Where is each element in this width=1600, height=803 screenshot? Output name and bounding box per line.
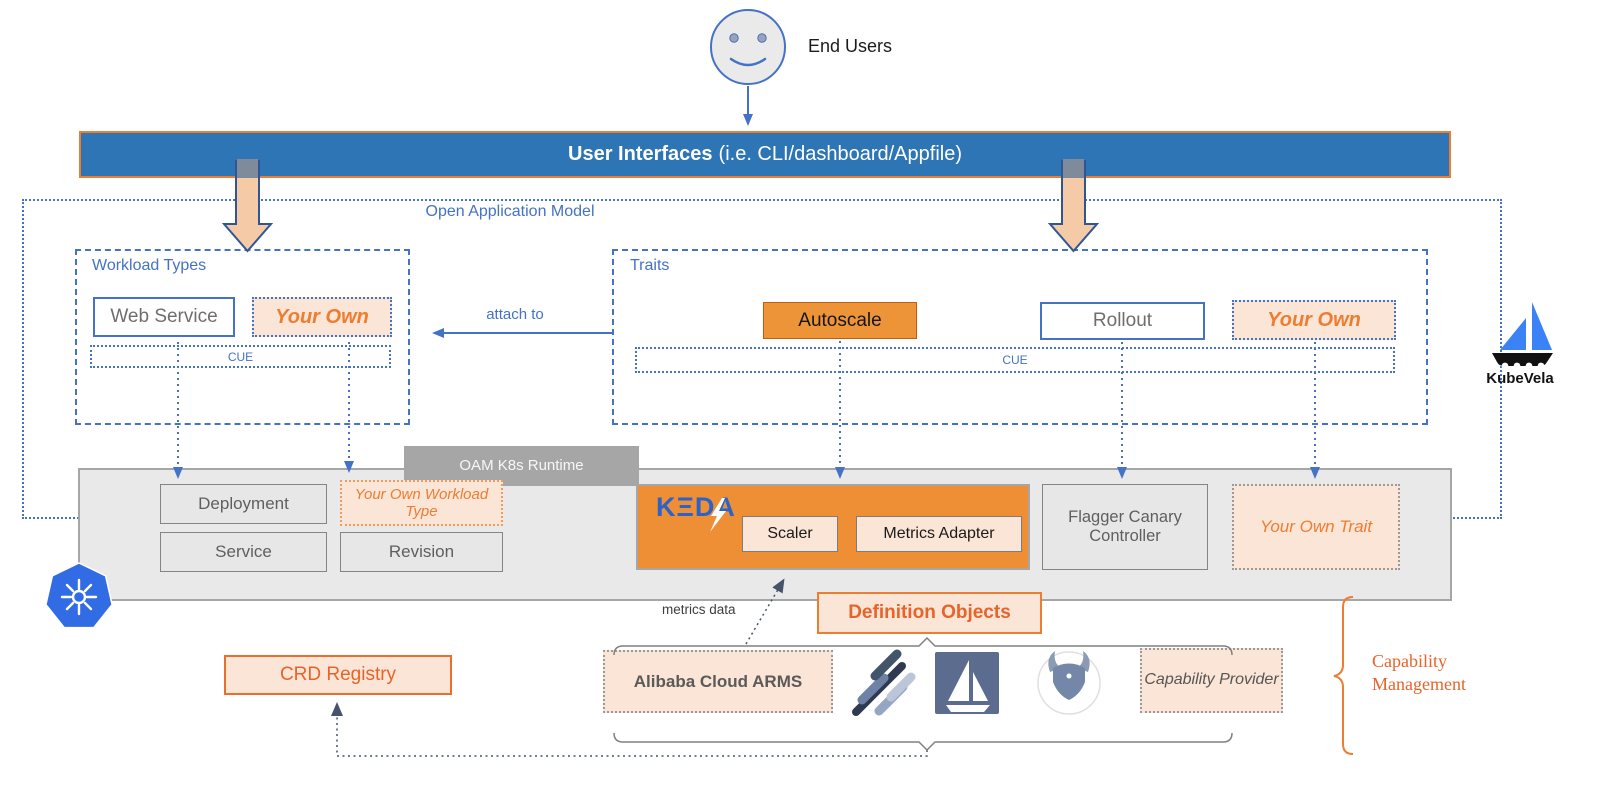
metrics-adapter-box: Metrics Adapter xyxy=(856,516,1022,552)
scaler-box: Scaler xyxy=(742,516,838,552)
capability-provider-box: Capability Provider xyxy=(1140,648,1283,713)
your-own-workload-type-box: Your Own Workload Type xyxy=(340,480,503,526)
attach-to-label: attach to xyxy=(486,306,544,323)
banner-title-bold: User Interfaces xyxy=(568,143,713,165)
traits-cue-label: CUE xyxy=(1002,353,1028,367)
provider-group-bottom-bracket xyxy=(613,732,1233,752)
smiley-face-icon xyxy=(710,9,786,85)
alibaba-cloud-arms-box: Alibaba Cloud ARMS xyxy=(603,650,833,713)
workload-cue-label: CUE xyxy=(227,349,254,364)
definition-objects-box: Definition Objects xyxy=(817,592,1042,634)
kubevela-label: KubeVela xyxy=(1486,370,1554,387)
traits-label: Traits xyxy=(630,257,670,274)
banner-title-rest: (i.e. CLI/dashboard/Appfile) xyxy=(718,143,962,165)
end-users-label: End Users xyxy=(808,36,893,56)
your-own-trait-top-box: Your Own xyxy=(1232,300,1396,340)
capability-management-brace xyxy=(1333,596,1354,755)
deployment-box: Deployment xyxy=(160,484,327,524)
service-box: Service xyxy=(160,532,327,572)
crd-registry-box: CRD Registry xyxy=(224,655,452,695)
metrics-data-label: metrics data xyxy=(662,602,736,617)
workload-types-label: Workload Types xyxy=(92,257,207,274)
workload-types-group xyxy=(75,249,410,425)
traits-cue-band: CUE xyxy=(635,347,1395,373)
oam-k8s-runtime-tab: OAM K8s Runtime xyxy=(404,446,639,486)
diagonal-stripes-logo-icon xyxy=(852,649,916,716)
sailboat-square-logo-icon xyxy=(935,652,999,714)
keda-logo: KΞDA xyxy=(656,492,736,522)
traits-group xyxy=(612,249,1428,425)
rollout-box: Rollout xyxy=(1040,302,1205,340)
flagger-canary-controller-box: Flagger Canary Controller xyxy=(1042,484,1208,570)
your-own-trait-runtime-box: Your Own Trait xyxy=(1232,484,1400,570)
open-application-model-label: Open Application Model xyxy=(425,203,595,220)
capability-management-label: Capability Management xyxy=(1372,651,1466,694)
web-service-box: Web Service xyxy=(93,297,235,337)
autoscale-box: Autoscale xyxy=(763,302,917,339)
horned-helmet-logo-icon xyxy=(1037,651,1101,715)
workload-cue-band: CUE xyxy=(90,345,391,368)
revision-box: Revision xyxy=(340,532,503,572)
user-interfaces-banner: User Interfaces (i.e. CLI/dashboard/Appf… xyxy=(79,131,1451,178)
your-own-workload-box: Your Own xyxy=(252,297,392,337)
